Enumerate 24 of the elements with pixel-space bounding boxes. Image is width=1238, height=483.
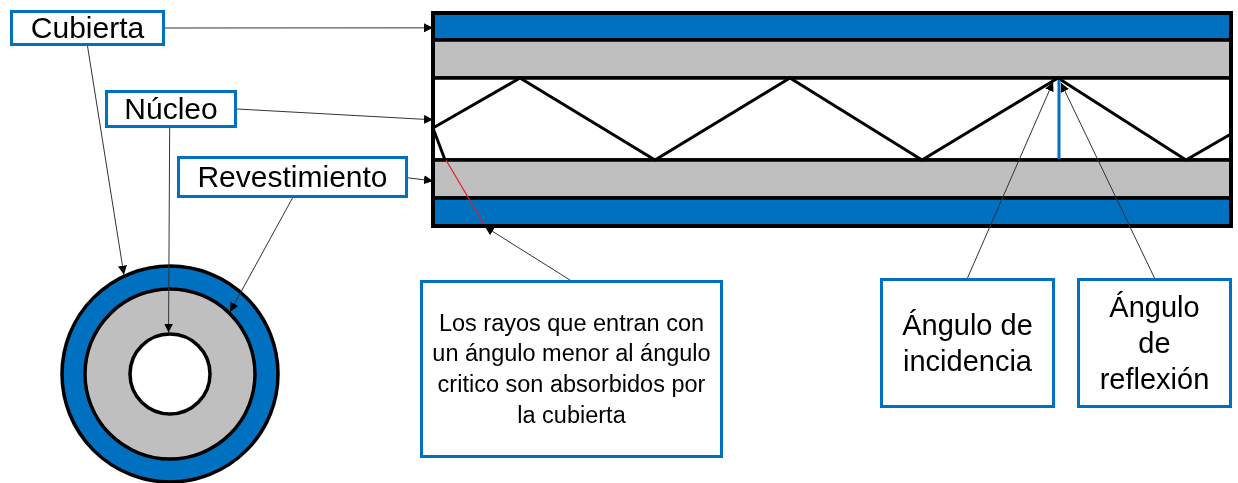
leader-arrow [164, 127, 174, 334]
leader-arrow [229, 197, 293, 313]
leader-arrow [967, 81, 1054, 279]
jacket-ring [60, 264, 280, 483]
cladding-ring [83, 287, 257, 461]
part-label: Núcleo [124, 91, 218, 128]
leader-arrow [87, 45, 127, 276]
label-box [177, 156, 408, 198]
leader-arrow [1060, 82, 1155, 279]
label-box [1077, 278, 1232, 408]
label-box [105, 90, 237, 128]
angle-label: Ángulo de reflexión [1098, 289, 1211, 398]
leader-arrow [164, 23, 434, 33]
core-circle [128, 332, 212, 416]
part-label: Revestimiento [197, 159, 388, 196]
leader-arrow [484, 226, 571, 281]
label-box [420, 280, 723, 458]
label-box [880, 278, 1055, 408]
label-box [10, 10, 165, 46]
angle-label: Ángulo de incidencia [901, 307, 1034, 379]
part-label: Cubierta [30, 10, 145, 47]
note-text: Los rayos que entran con un ángulo menor al ángulo critico son absorbidos por la cubierta [431, 308, 712, 430]
leader-arrow [407, 175, 434, 185]
leader-arrow [236, 108, 434, 124]
